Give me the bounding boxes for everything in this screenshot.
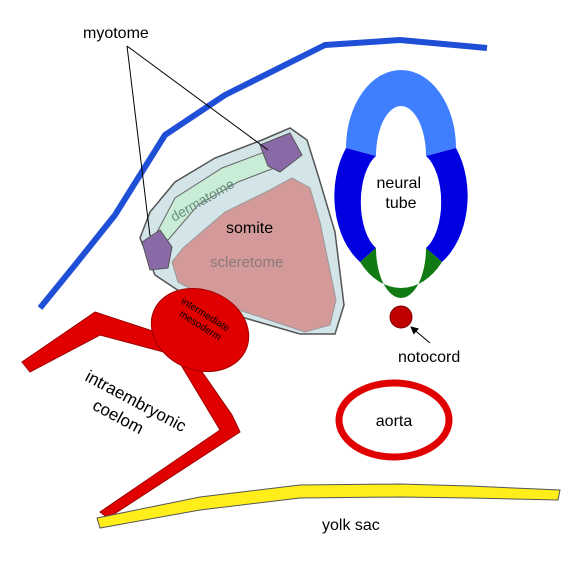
surface-ectoderm-line [37,37,488,310]
neural-tube-lateral-dark [334,148,468,262]
neural-tube-ventral-green [360,248,442,298]
yolk-sac-band [96,483,561,529]
myotome-upper-region [259,132,303,173]
myotome-lower-region [141,229,173,271]
aorta-ring [335,379,453,461]
notocord-label: notocord [398,349,460,366]
scleretome-label: scleretome [210,254,283,271]
neural-tube-label-line-1: neural [377,175,421,192]
yolk-sac-label: yolk sac [322,517,380,534]
intermediate-mesoderm [150,287,250,373]
intraembryonic-coelom-label: intraembryonic coelom [72,367,194,458]
neural-tube-lumen [376,152,426,252]
neural-tube-label-line-2: tube [385,195,416,212]
notocord-circle [389,305,413,329]
myotome-pointer-line-left [126,45,151,237]
neural-tube-label: neural tube [377,175,426,212]
neural-tube [334,70,468,298]
neural-tube-dorsal-light [346,70,456,156]
aorta-label: aorta [376,413,413,430]
somite-label: somite [226,220,273,237]
myotome-label: myotome [83,25,149,42]
notocord-arrow [410,326,431,344]
myotome-pointer-line-right [126,45,269,151]
